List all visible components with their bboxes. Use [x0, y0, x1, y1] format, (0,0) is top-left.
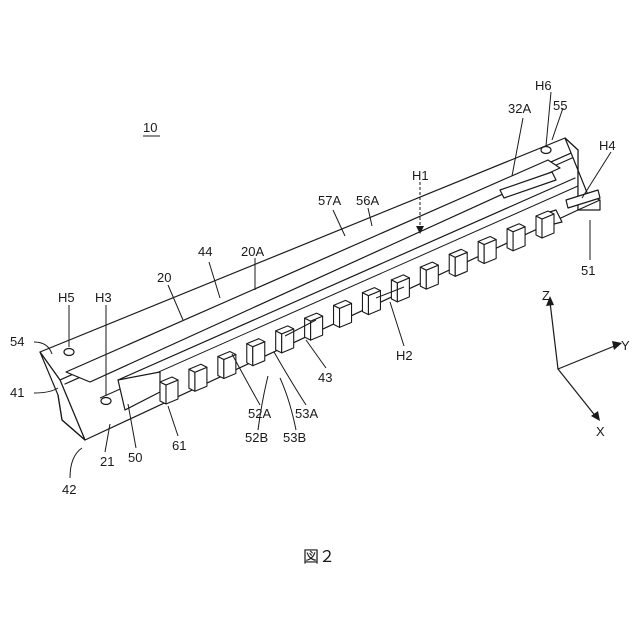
leader-42: [70, 448, 82, 478]
label-53A: 53A: [295, 406, 318, 421]
axis-x-line: [558, 369, 597, 418]
label-43: 43: [318, 370, 332, 385]
label-52A: 52A: [248, 406, 271, 421]
front-tooth-side: [160, 382, 166, 404]
front-tooth-side: [420, 267, 426, 289]
label-53B: 53B: [283, 430, 306, 445]
front-tooth-side: [449, 254, 455, 276]
axis-z-label: Z: [542, 288, 550, 303]
front-tooth-side: [362, 293, 368, 315]
axis-z-line: [550, 302, 558, 369]
label-H2: H2: [396, 348, 413, 363]
leader-52B: [258, 376, 268, 430]
front-contact-tooth: [160, 377, 178, 404]
axis-x-label: X: [596, 424, 605, 439]
front-tooth-side: [334, 305, 340, 327]
front-contact-tooth: [362, 288, 380, 315]
front-contact-tooth: [507, 224, 525, 251]
coordinate-axes: Z Y X: [542, 288, 630, 439]
leader-H6: [546, 92, 551, 146]
front-tooth-side: [218, 356, 224, 378]
label-42: 42: [62, 482, 76, 497]
assembly-ref-label: 10: [143, 120, 157, 135]
label-20A: 20A: [241, 244, 264, 259]
front-tooth-side: [276, 331, 282, 353]
label-H3: H3: [95, 290, 112, 305]
label-H1: H1: [412, 168, 429, 183]
label-H6: H6: [535, 78, 552, 93]
leader-H2: [390, 302, 404, 346]
leader-61: [168, 406, 178, 436]
leader-53A: [274, 352, 306, 405]
label-21: 21: [100, 454, 114, 469]
front-tooth-side: [536, 216, 542, 238]
leader-43: [306, 340, 326, 368]
label-57A: 57A: [318, 193, 341, 208]
label-44: 44: [198, 244, 212, 259]
label-H4: H4: [599, 138, 616, 153]
label-32A: 32A: [508, 101, 531, 116]
label-H5: H5: [58, 290, 75, 305]
front-contact-tooth: [420, 262, 438, 289]
front-contact-tooth: [189, 364, 207, 391]
front-tooth-side: [247, 344, 253, 366]
label-56A: 56A: [356, 193, 379, 208]
label-51: 51: [581, 263, 595, 278]
recess-floor-line: [100, 186, 578, 398]
figure-caption: 図２: [303, 547, 335, 566]
front-contact-tooth: [334, 300, 352, 327]
axis-y-line: [558, 345, 617, 369]
label-61: 61: [172, 438, 186, 453]
front-tooth-side: [507, 229, 513, 251]
label-52B: 52B: [245, 430, 268, 445]
front-contact-tooth: [276, 326, 294, 353]
leader-41: [34, 388, 58, 393]
front-tooth-side: [305, 318, 311, 340]
front-contact-tooth: [449, 249, 467, 276]
recess-lower-edge: [118, 178, 575, 380]
label-20: 20: [157, 270, 171, 285]
front-tooth-side: [189, 369, 195, 391]
axis-y-label: Y: [621, 338, 630, 353]
front-contact-tooth: [247, 339, 265, 366]
front-contact-tooth: [536, 211, 554, 238]
housing-body: [40, 138, 600, 440]
front-contact-tooth: [478, 237, 496, 264]
label-54: 54: [10, 334, 24, 349]
front-contact-tooth: [305, 313, 323, 340]
label-50: 50: [128, 450, 142, 465]
front-tooth-side: [478, 242, 484, 264]
label-41: 41: [10, 385, 24, 400]
top-slot: [66, 160, 560, 382]
label-55: 55: [553, 98, 567, 113]
